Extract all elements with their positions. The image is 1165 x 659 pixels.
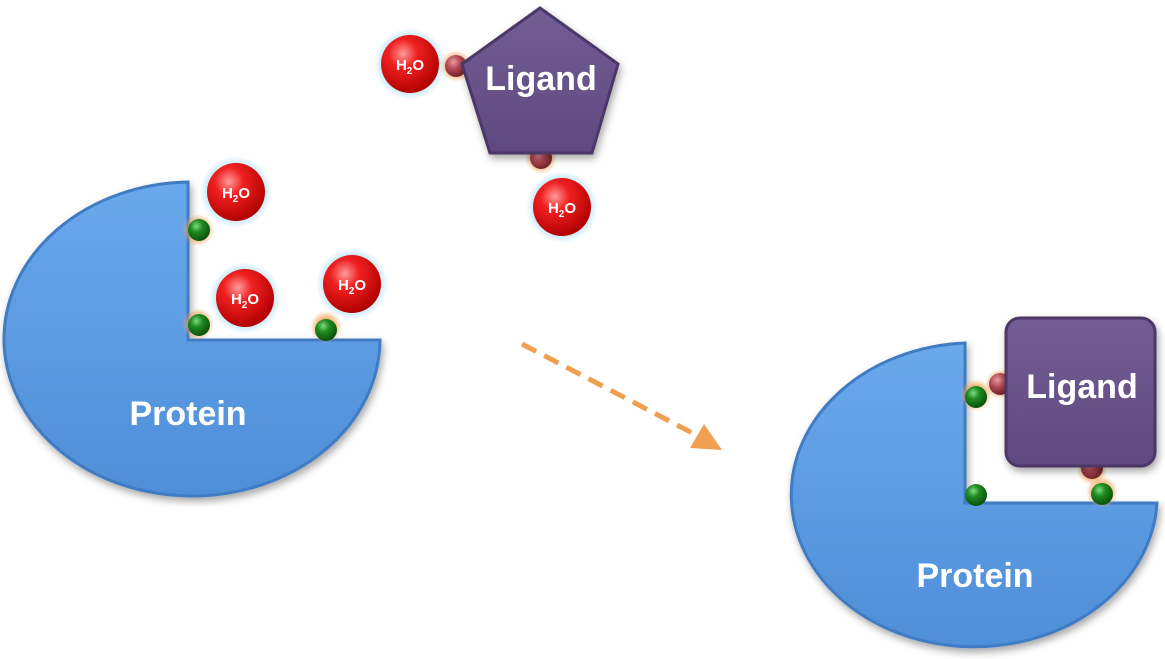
water-molecule: H2O [374, 28, 446, 100]
protein-site-green [965, 386, 987, 408]
svg-text:H2O: H2O [231, 291, 259, 311]
svg-text:H2O: H2O [396, 57, 424, 77]
protein-left-group: Protein [2, 180, 382, 498]
ligand-free-pentagon [460, 6, 620, 155]
svg-text:H2O: H2O [548, 200, 576, 220]
ligand-bound-label: Ligand [1026, 368, 1137, 406]
protein-right-shape [789, 341, 1159, 649]
ligand-bound-group: Ligand [1004, 316, 1157, 468]
ligand-bound-square [1004, 316, 1157, 468]
water-molecule: H2O [200, 156, 272, 228]
protein-left-label: Protein [129, 395, 246, 433]
reaction-arrow [520, 341, 722, 450]
protein-site-green [315, 319, 337, 341]
protein-site-green [188, 314, 210, 336]
protein-right-label: Protein [916, 557, 1033, 595]
svg-text:H2O: H2O [222, 185, 250, 205]
protein-right-group: Protein [789, 341, 1159, 649]
water-molecule: H2O [526, 171, 598, 243]
protein-site-green [188, 219, 210, 241]
ligand-free-group: Ligand [460, 6, 620, 155]
protein-site-green [965, 484, 987, 506]
ligand-site-pink [445, 55, 467, 77]
protein-left-shape [2, 180, 382, 498]
water-molecule: H2O [316, 248, 388, 320]
protein-site-green [1091, 483, 1113, 505]
svg-text:H2O: H2O [338, 277, 366, 297]
ligand-free-label: Ligand [485, 60, 596, 98]
water-molecule: H2O [209, 262, 281, 334]
